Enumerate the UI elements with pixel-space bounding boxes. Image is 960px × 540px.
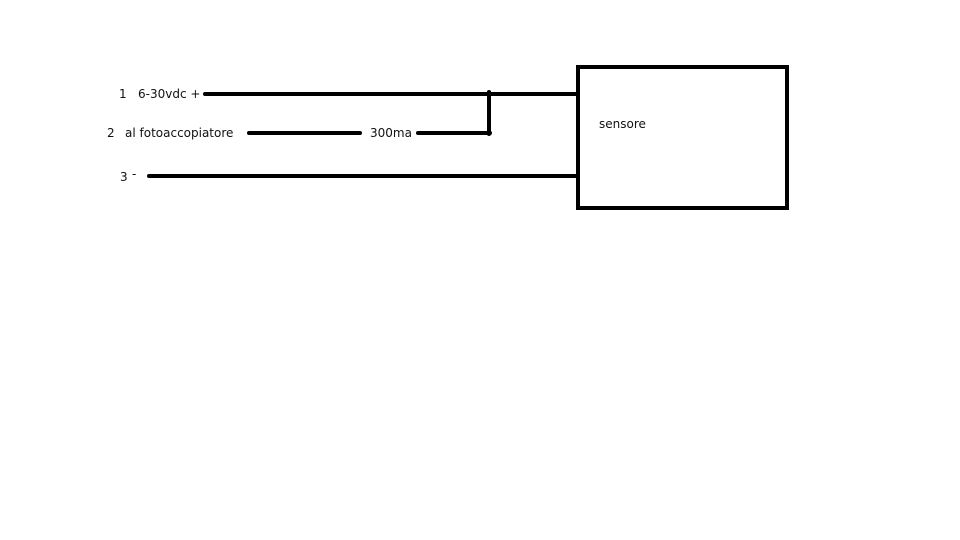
pin-1-number: 1 — [119, 87, 127, 101]
sensor-label: sensore — [599, 117, 646, 131]
current-rating-label: 300ma — [370, 126, 412, 140]
pin-3-label: - — [132, 167, 137, 181]
pin-2-label: al fotoaccopiatore — [125, 126, 234, 140]
pin-2-number: 2 — [107, 126, 115, 140]
pin-1-label: 6-30vdc + — [138, 87, 201, 101]
sensor-box — [576, 65, 789, 210]
pin-3-number: 3 — [120, 170, 128, 184]
